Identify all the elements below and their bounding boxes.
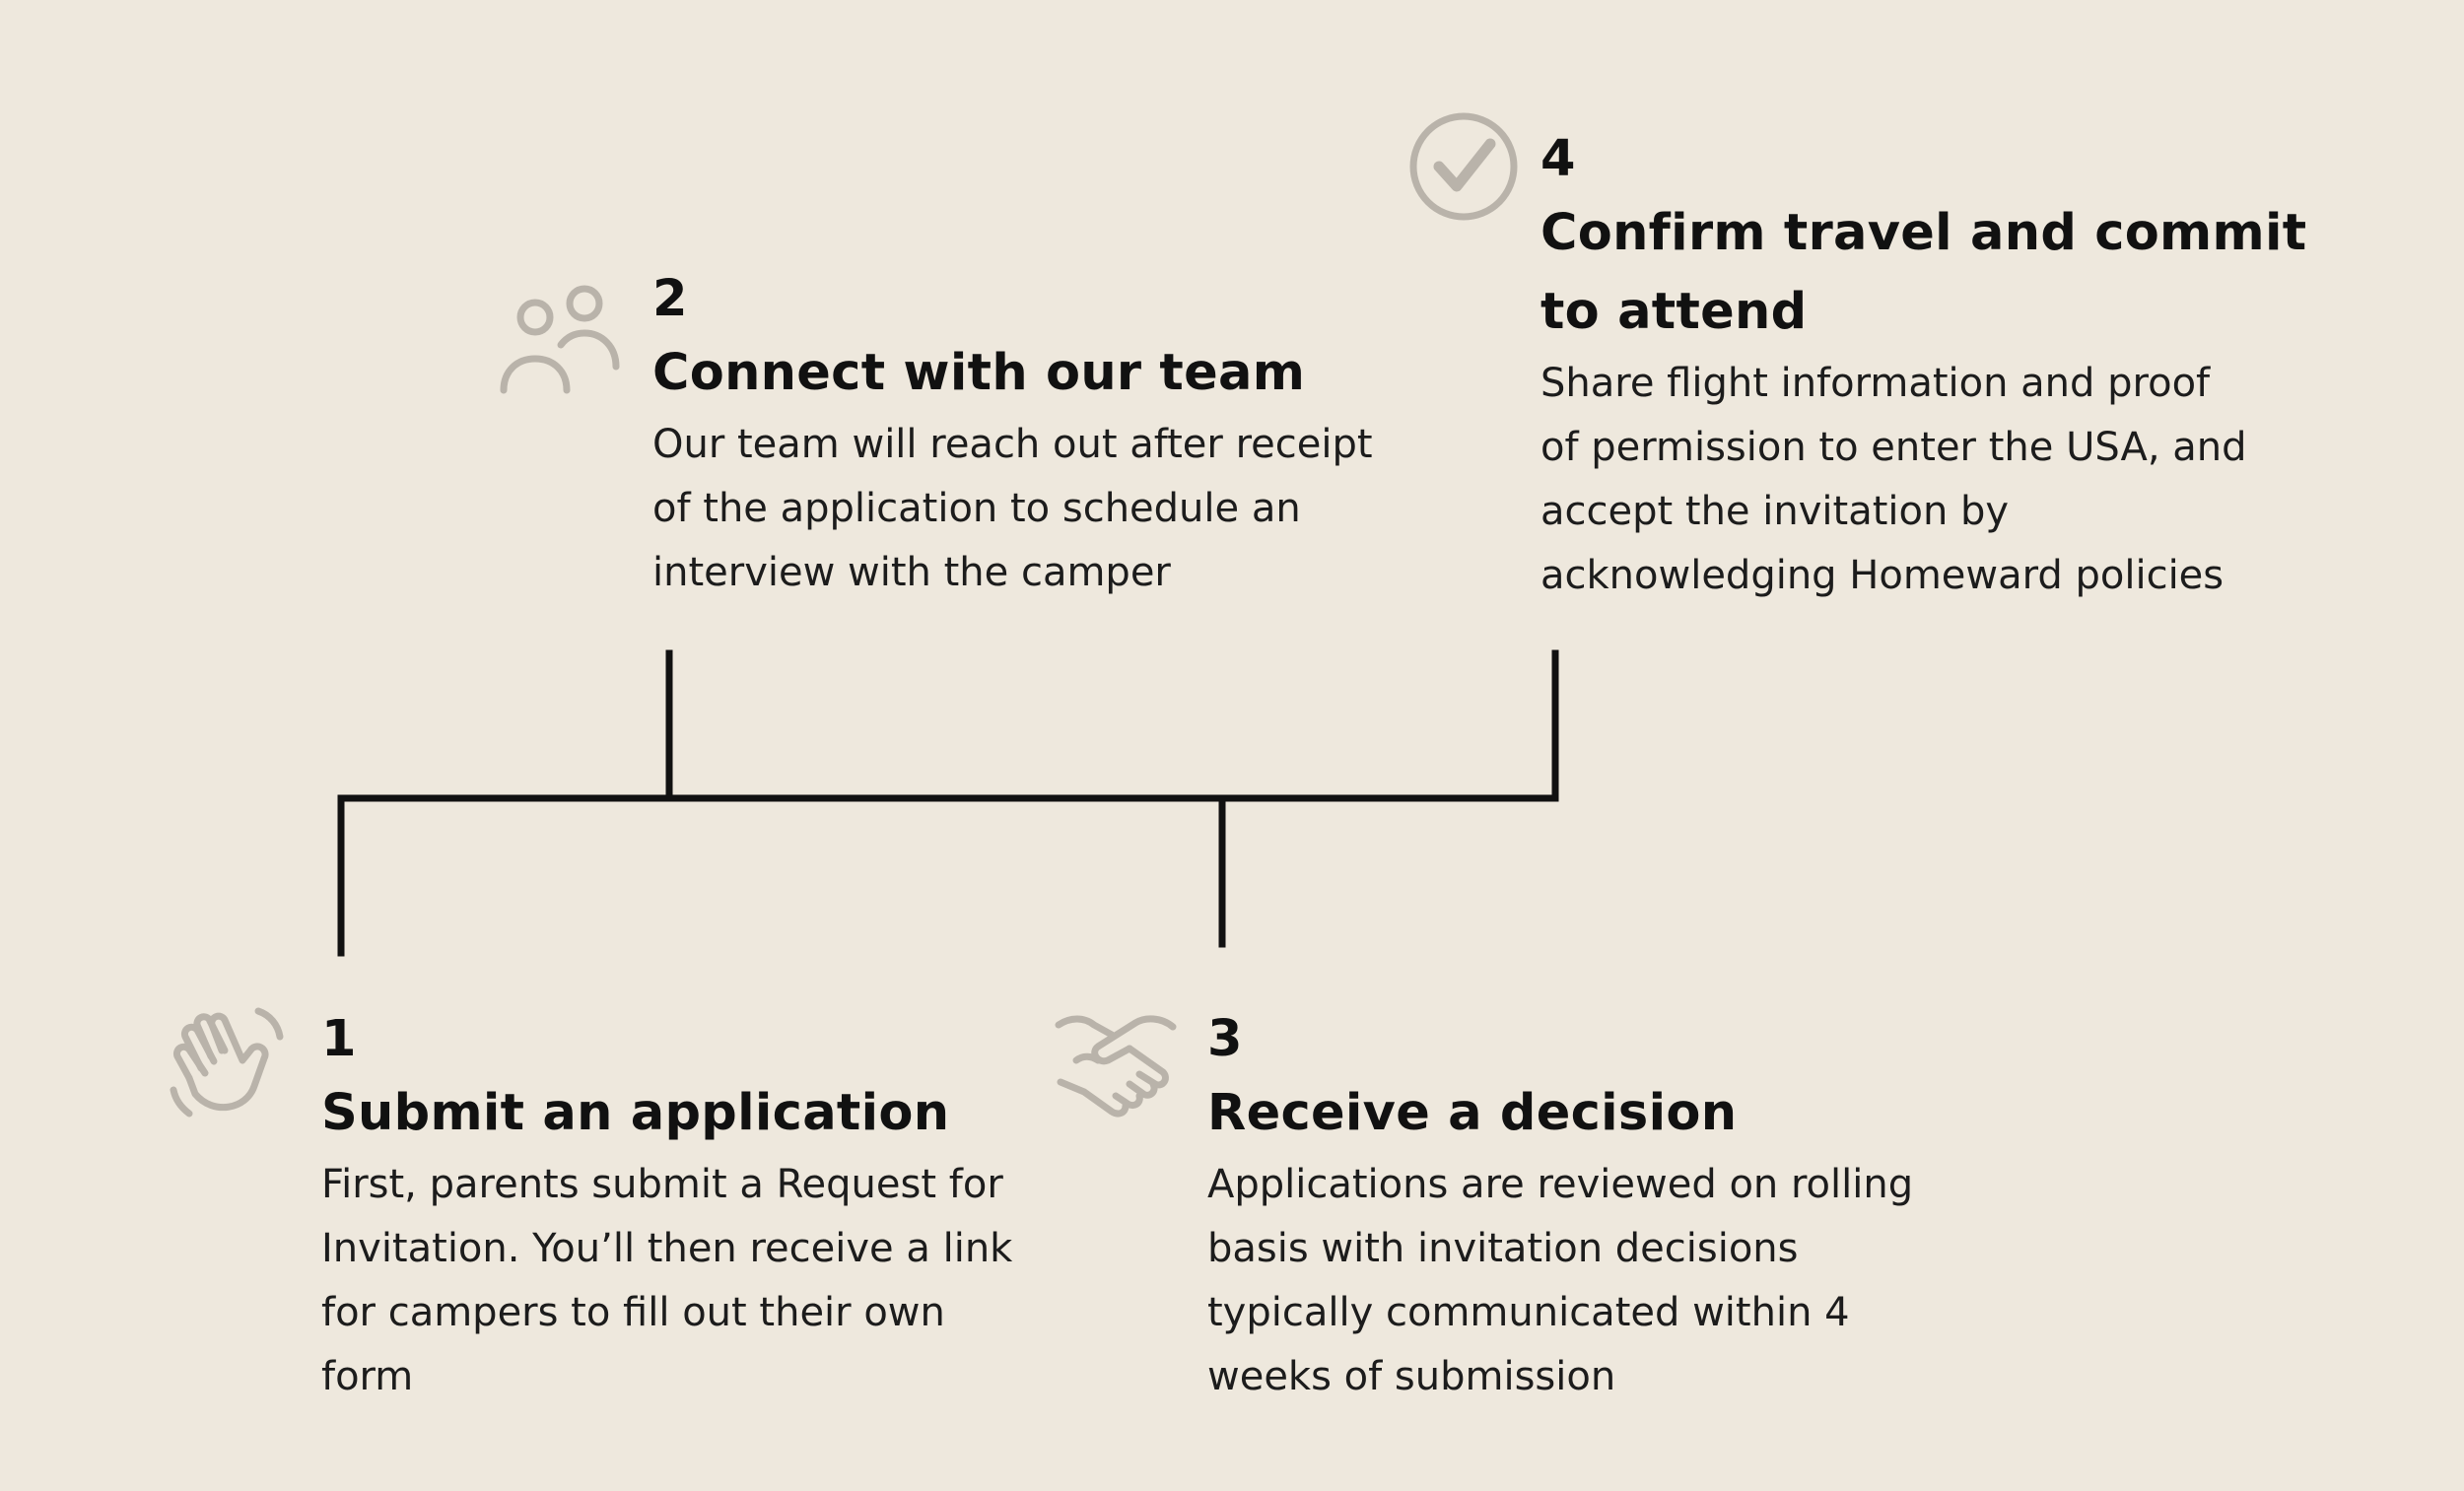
step-description-line: Our team will reach out after receipt — [652, 422, 1373, 467]
step-description-line: of permission to enter the USA, and — [1540, 425, 2247, 470]
people-icon — [500, 285, 620, 394]
waving-hand-icon — [170, 1007, 284, 1118]
step-number: 2 — [652, 270, 688, 328]
step-number: 1 — [321, 1010, 357, 1068]
step-description-line: Share flight information and proof — [1540, 361, 2211, 406]
step-description: Applications are reviewed on rolling bas… — [1207, 1153, 1996, 1409]
step-description: Share flight information and proof of pe… — [1540, 352, 2388, 608]
step-title: Receive a decision — [1207, 1084, 1738, 1142]
step-description-line: for campers to fill out their own — [321, 1290, 945, 1335]
step-3-text: 3 Receive a decision Applications are re… — [1207, 1005, 1996, 1409]
step-description-line: typically communicated within 4 — [1207, 1290, 1850, 1335]
step-description: First, parents submit a Request for Invi… — [321, 1153, 1090, 1409]
check-circle-icon — [1409, 112, 1518, 221]
step-description-line: accept the invitation by — [1540, 489, 2010, 534]
step-1-text: 1 Submit an application First, parents s… — [321, 1005, 1090, 1409]
step-number: 3 — [1207, 1010, 1243, 1068]
step-description-line: interview with the camper — [652, 550, 1171, 595]
handshake-icon — [1055, 1015, 1177, 1118]
step-title-line: to attend — [1540, 283, 1808, 341]
step-description-line: acknowledging Homeward policies — [1540, 553, 2224, 598]
step-description-line: of the application to schedule an — [652, 486, 1301, 531]
step-description-line: form — [321, 1354, 414, 1399]
step-2-text: 2 Connect with our team Our team will re… — [652, 265, 1461, 605]
step-description-line: First, parents submit a Request for — [321, 1162, 1003, 1207]
step-4-text: 4 Confirm travel and commit to attend Sh… — [1540, 125, 2388, 608]
step-description: Our team will reach out after receipt of… — [652, 413, 1461, 605]
step-title-line: Confirm travel and commit — [1540, 204, 2307, 262]
step-number: 4 — [1540, 130, 1576, 188]
step-description-line: Applications are reviewed on rolling — [1207, 1162, 1914, 1207]
step-title: Confirm travel and commit to attend — [1540, 194, 2388, 352]
step-title: Connect with our team — [652, 344, 1306, 402]
step-description-line: weeks of submission — [1207, 1354, 1616, 1399]
step-title: Submit an application — [321, 1084, 950, 1142]
step-description-line: Invitation. You’ll then receive a link — [321, 1226, 1013, 1271]
step-description-line: basis with invitation decisions — [1207, 1226, 1799, 1271]
